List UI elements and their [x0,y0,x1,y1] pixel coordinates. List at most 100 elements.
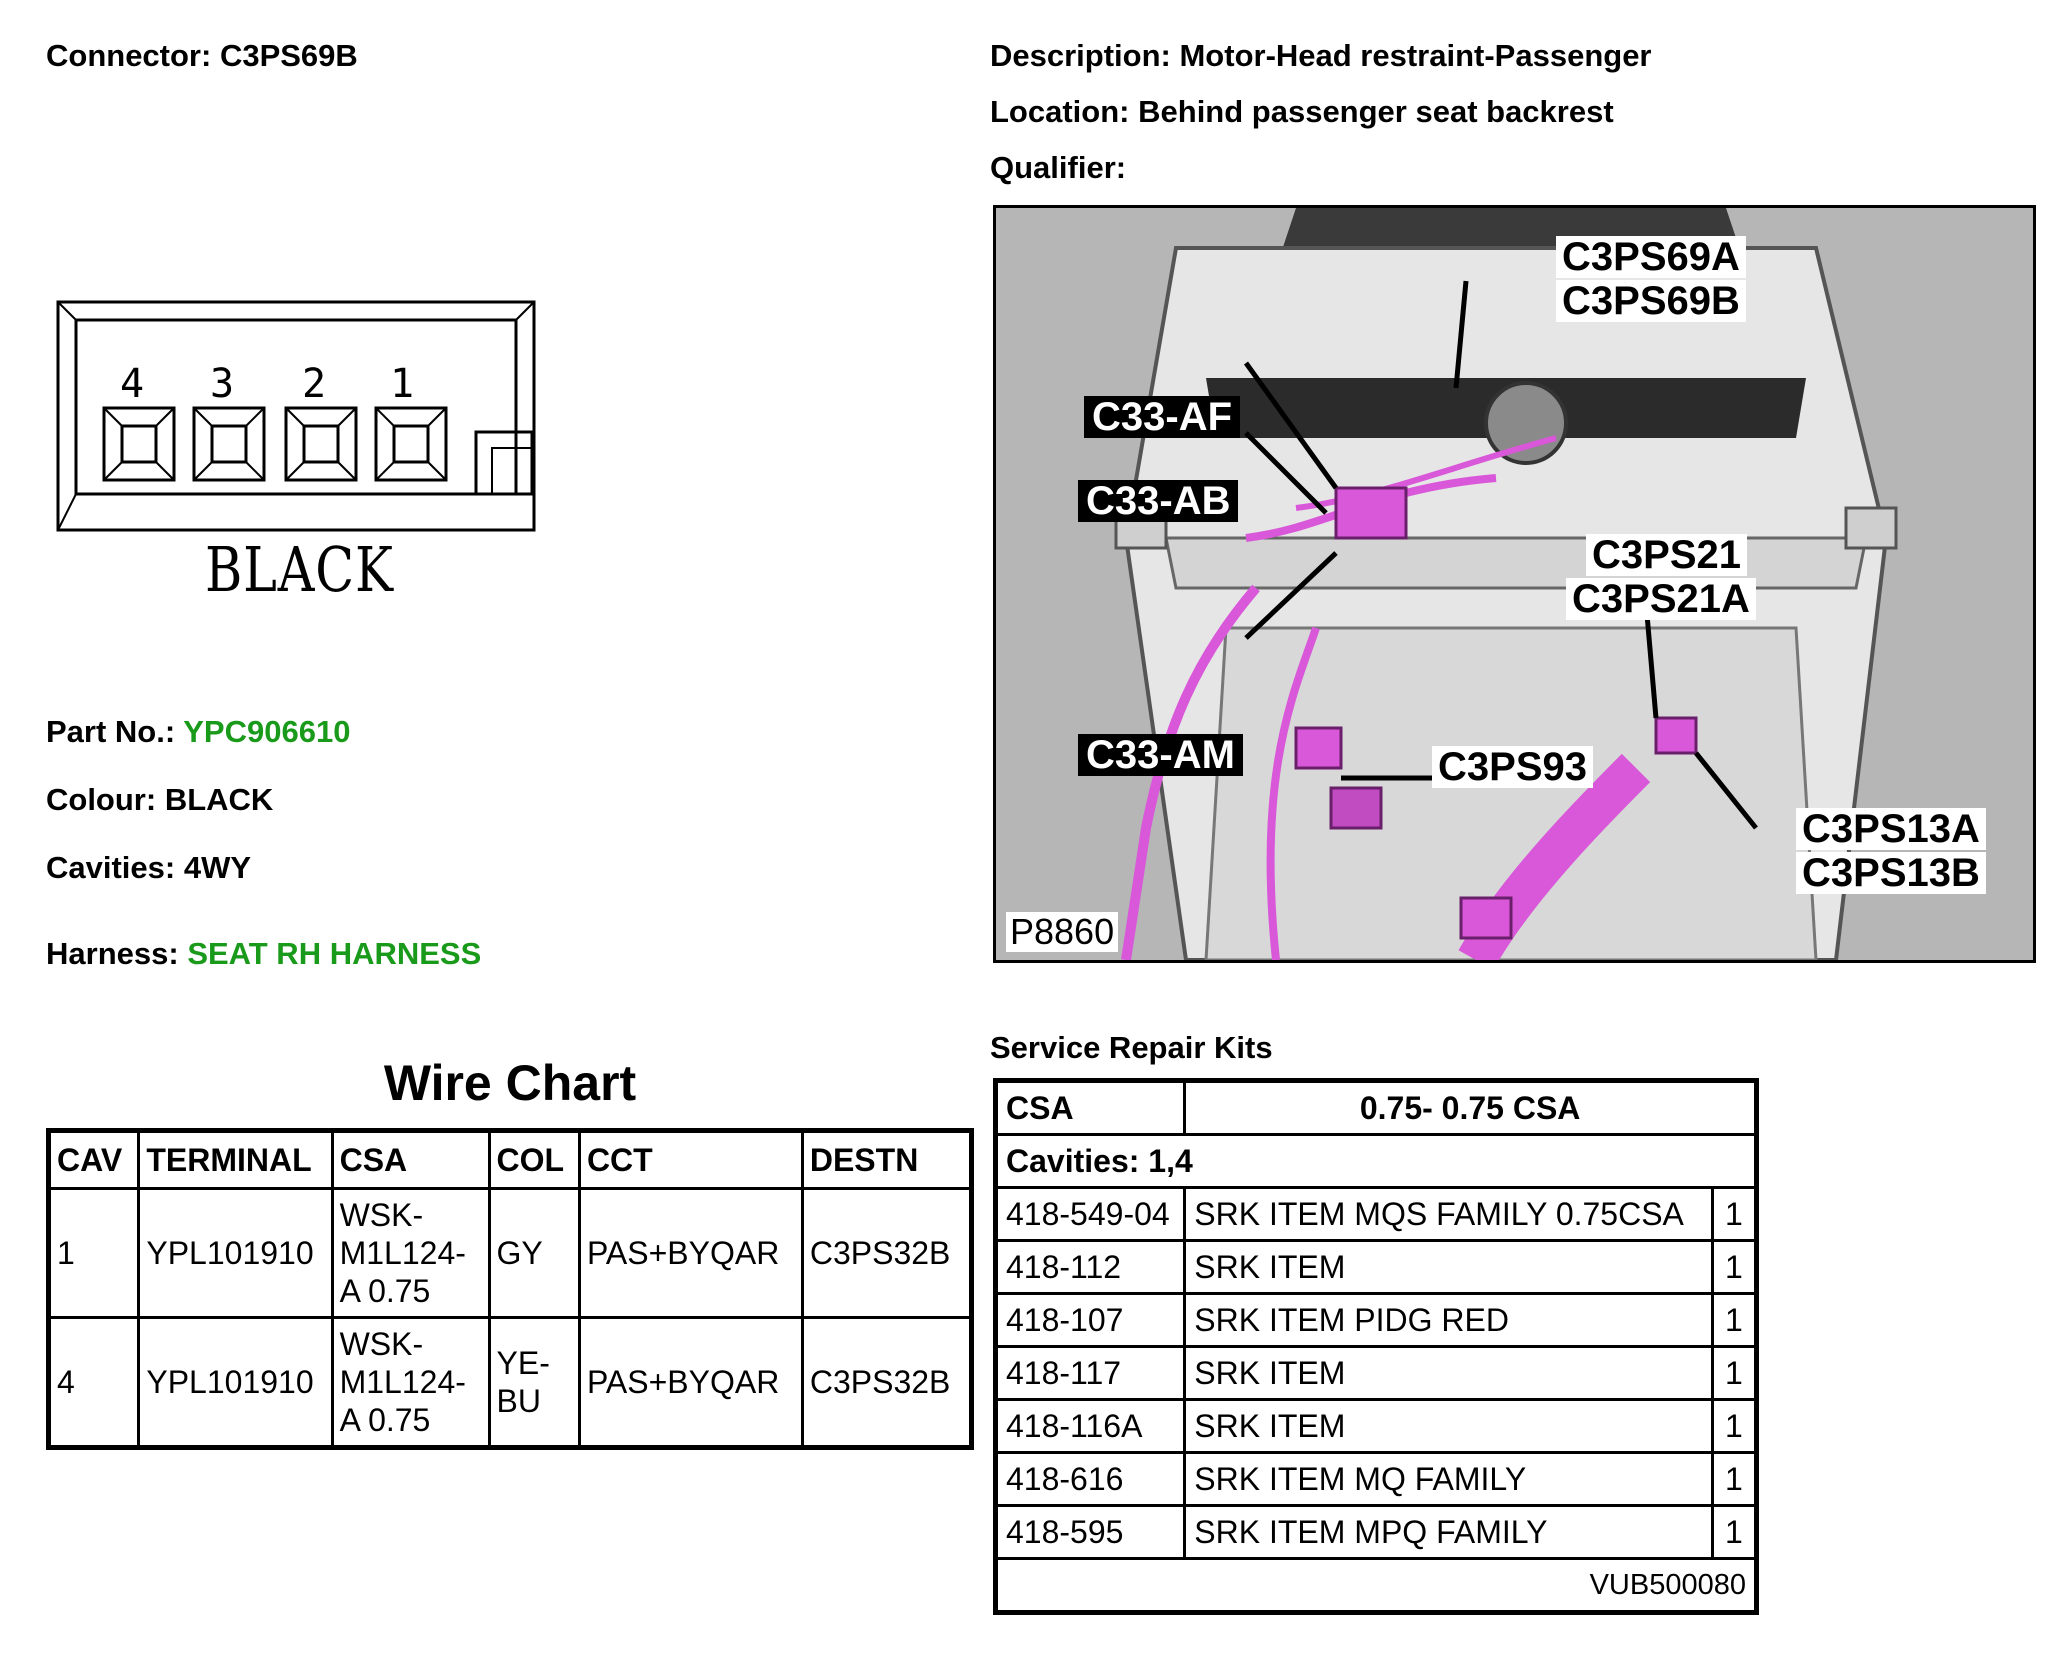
srk-cavities: Cavities: 1,4 [994,1133,1758,1189]
cell-destn: C3PS32B [800,1316,974,1449]
srk-desc: SRK ITEM MQ FAMILY [1183,1451,1714,1507]
col-destn: DESTN [800,1129,974,1190]
description-label: Description: [990,38,1171,73]
photo-id: P8860 [1006,912,1119,952]
part-no-label: Part No.: [46,714,176,749]
table-row: 1 YPL101910 WSK-M1L124-A 0.75 GY PAS+BYQ… [46,1187,974,1319]
cell-csa: WSK-M1L124-A 0.75 [330,1316,491,1449]
col-csa: CSA [330,1129,491,1190]
connector-face-diagram [56,300,536,532]
col-terminal: TERMINAL [137,1129,334,1190]
srk-desc: SRK ITEM MPQ FAMILY [1183,1504,1714,1560]
srk-qty: 1 [1710,1239,1759,1295]
callout-c3ps13b: C3PS13B [1796,852,1986,894]
callout-c3ps21a: C3PS21A [1566,578,1756,620]
srk-code: 418-117 [993,1345,1187,1401]
cell-cct: PAS+BYQAR [577,1316,804,1449]
qualifier-line: Qualifier: [990,148,1126,188]
srk-code: 418-112 [993,1239,1187,1295]
harness-label: Harness: [46,936,179,971]
srk-desc: SRK ITEM [1183,1345,1714,1401]
srk-qty: 1 [1710,1451,1759,1507]
cell-cct: PAS+BYQAR [577,1187,804,1319]
cell-cav: 4 [46,1316,141,1449]
table-row: 418-595 SRK ITEM MPQ FAMILY 1 [993,1504,1759,1560]
srk-qty: 1 [1710,1398,1759,1454]
pin-label-1: 1 [390,361,415,407]
srk-csa-label: CSA [993,1079,1187,1136]
cell-terminal: YPL101910 [137,1316,334,1449]
cavities-label: Cavities: [46,850,176,885]
location-value: Behind passenger seat backrest [1138,94,1614,129]
callout-c33-ab: C33-AB [1078,480,1239,522]
description-value: Motor-Head restraint-Passenger [1179,38,1652,73]
connector-value: C3PS69B [219,38,358,73]
srk-code: 418-116A [993,1398,1187,1454]
connector-line: Connector: C3PS69B [46,36,358,76]
srk-qty: 1 [1710,1345,1759,1401]
callout-c3ps21: C3PS21 [1586,534,1747,576]
callout-c33-af: C33-AF [1084,396,1241,438]
srk-table: CSA 0.75- 0.75 CSA Cavities: 1,4 418-549… [993,1078,1759,1615]
srk-qty: 1 [1710,1292,1759,1348]
part-no-link[interactable]: YPC906610 [183,714,351,749]
callout-c33-am: C33-AM [1078,734,1243,776]
srk-code: 418-616 [993,1451,1187,1507]
col-cav: CAV [46,1129,141,1190]
harness-line: Harness: SEAT RH HARNESS [46,934,481,974]
table-row: 4 YPL101910 WSK-M1L124-A 0.75 YE-BU PAS+… [46,1316,974,1449]
table-row: 418-116A SRK ITEM 1 [993,1398,1759,1454]
srk-qty: 1 [1710,1186,1759,1242]
col-cct: CCT [577,1129,804,1190]
srk-cavities-row: Cavities: 1,4 [994,1133,1758,1189]
srk-title: Service Repair Kits [990,1030,1273,1065]
pin-label-2: 2 [302,361,327,407]
pin-label-4: 4 [120,361,145,407]
srk-desc: SRK ITEM [1183,1398,1714,1454]
cell-destn: C3PS32B [800,1187,974,1319]
cavity-3 [192,406,266,482]
table-row: 418-616 SRK ITEM MQ FAMILY 1 [993,1451,1759,1507]
cavities-line: Cavities: 4WY [46,848,251,888]
srk-qty: 1 [1710,1504,1759,1560]
cavity-1 [374,406,448,482]
cavity-2 [284,406,358,482]
srk-code: 418-595 [993,1504,1187,1560]
pin-label-3: 3 [210,361,235,407]
wire-chart-header-row: CAV TERMINAL CSA COL CCT DESTN [46,1129,974,1190]
qualifier-label: Qualifier: [990,150,1127,185]
cavities-value: 4WY [183,850,252,885]
table-row: 418-549-04 SRK ITEM MQS FAMILY 0.75CSA 1 [993,1186,1759,1242]
srk-header-row: CSA 0.75- 0.75 CSA [993,1079,1758,1136]
srk-desc: SRK ITEM [1183,1239,1714,1295]
description-line: Description: Motor-Head restraint-Passen… [990,36,1652,76]
cell-csa: WSK-M1L124-A 0.75 [330,1187,491,1319]
cell-terminal: YPL101910 [137,1187,334,1319]
colour-label: Colour: [46,782,157,817]
colour-value: BLACK [164,782,274,817]
srk-footer-code: VUB500080 [994,1557,1758,1614]
cell-col: YE-BU [487,1316,581,1449]
part-no-line: Part No.: YPC906610 [46,712,350,752]
callout-c3ps69a: C3PS69A [1556,236,1746,278]
wire-chart-table: CAV TERMINAL CSA COL CCT DESTN 1 YPL1019… [46,1128,974,1450]
table-row: 418-107 SRK ITEM PIDG RED 1 [993,1292,1759,1348]
wire-chart-title: Wire Chart [383,1055,637,1111]
callout-c3ps69b: C3PS69B [1556,280,1746,322]
cavity-4 [102,406,176,482]
connector-label: Connector: [46,38,212,73]
location-label: Location: [990,94,1130,129]
srk-desc: SRK ITEM PIDG RED [1183,1292,1714,1348]
location-line: Location: Behind passenger seat backrest [990,92,1614,132]
cell-col: GY [487,1187,581,1319]
callout-c3ps13a: C3PS13A [1796,808,1986,850]
col-col: COL [487,1129,581,1190]
srk-footer-row: VUB500080 [994,1557,1758,1614]
location-photo: C3PS69A C3PS69B C33-AF C33-AB C3PS21 C3P… [993,205,2036,963]
table-row: 418-112 SRK ITEM 1 [993,1239,1759,1295]
harness-link[interactable]: SEAT RH HARNESS [187,936,482,971]
callout-c3ps93: C3PS93 [1432,746,1593,788]
table-row: 418-117 SRK ITEM 1 [993,1345,1759,1401]
cell-cav: 1 [46,1187,141,1319]
connector-colour-text: BLACK [205,533,394,606]
